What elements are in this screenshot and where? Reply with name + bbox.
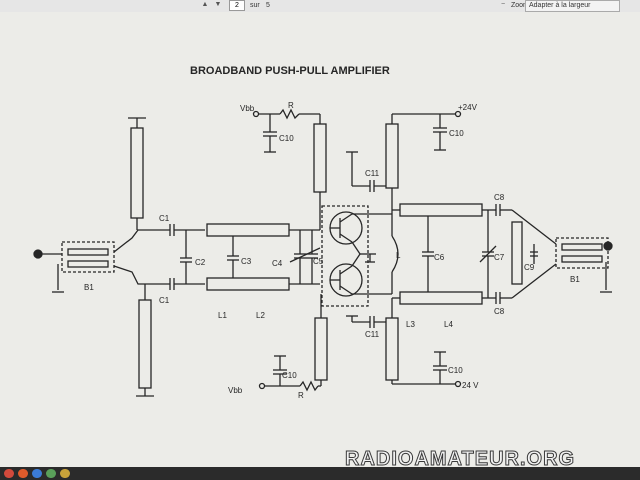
label-c8-bottom: C8 [494,307,505,316]
zoom-out-icon[interactable]: − [500,1,506,8]
label-c3: C3 [241,257,252,266]
label-b1-left: B1 [84,283,94,292]
label-c9: C9 [524,263,535,272]
label-c10-tl: C10 [279,134,294,143]
label-c6: C6 [434,253,445,262]
app-icon[interactable] [46,469,56,478]
page-total: 5 [266,2,270,9]
page-down-icon[interactable]: ▼ [214,1,222,8]
label-b1-right: B1 [570,275,580,284]
page-separator: sur [250,2,260,9]
label-vbb-bottom: Vbb [228,386,243,395]
label-l4: L4 [444,320,453,329]
output-line [511,221,523,285]
line-l2-bottom [206,277,290,291]
label-24v-bottom: 24 V [462,381,479,390]
bias-line-top [313,123,327,193]
app-icon[interactable] [18,469,28,478]
label-c10-br: C10 [448,366,463,375]
label-r-top: R [288,101,294,110]
b1-right-box [555,237,609,269]
drain-line-top [385,123,399,189]
label-c2: C2 [195,258,206,267]
line-l4-bottom [399,291,483,305]
label-c4: C4 [272,259,283,268]
label-l2: L2 [256,311,265,320]
label-vbb-top: Vbb [240,104,255,113]
taskbar [0,467,640,480]
watermark: RADIOAMATEUR.ORG [344,448,576,471]
label-c5: C5 [313,257,324,266]
label-c8-top: C8 [494,193,505,202]
label-c7: C7 [494,253,505,262]
label-c10-bl: C10 [282,371,297,380]
page-number-input[interactable]: 2 [229,0,245,11]
label-c11-top: C11 [365,169,380,178]
bias-line-bottom [314,317,328,381]
schematic-title: BROADBAND PUSH-PULL AMPLIFIER [190,65,390,77]
b1-left-box [61,241,115,273]
label-l-choke: L [396,251,401,260]
input-connector [33,249,43,259]
line-l1-top [206,223,290,237]
label-24v-top: +24V [458,103,478,112]
page-up-icon[interactable]: ▲ [201,1,209,8]
document-page: BROADBAND PUSH-PULL AMPLIFIER Vbb R C10 … [0,12,640,467]
stub-line-bottom [138,299,152,389]
label-l3: L3 [406,320,415,329]
label-c10-tr: C10 [449,129,464,138]
label-c11-bottom: C11 [365,330,380,339]
app-icon[interactable] [60,469,70,478]
app-icon[interactable] [32,469,42,478]
label-c1-top: C1 [159,214,170,223]
app-icon[interactable] [4,469,14,478]
line-l3-top [399,203,483,217]
zoom-select[interactable]: Adapter à la largeur [525,0,620,12]
label-r-bottom: R [298,391,304,400]
schematic-diagram: BROADBAND PUSH-PULL AMPLIFIER Vbb R C10 … [33,65,613,400]
label-c1-bottom: C1 [159,296,170,305]
transistor-box [321,205,369,307]
drain-line-bottom [385,317,399,381]
output-connector [603,241,613,251]
stub-line-top [130,127,144,219]
label-l1: L1 [218,311,227,320]
